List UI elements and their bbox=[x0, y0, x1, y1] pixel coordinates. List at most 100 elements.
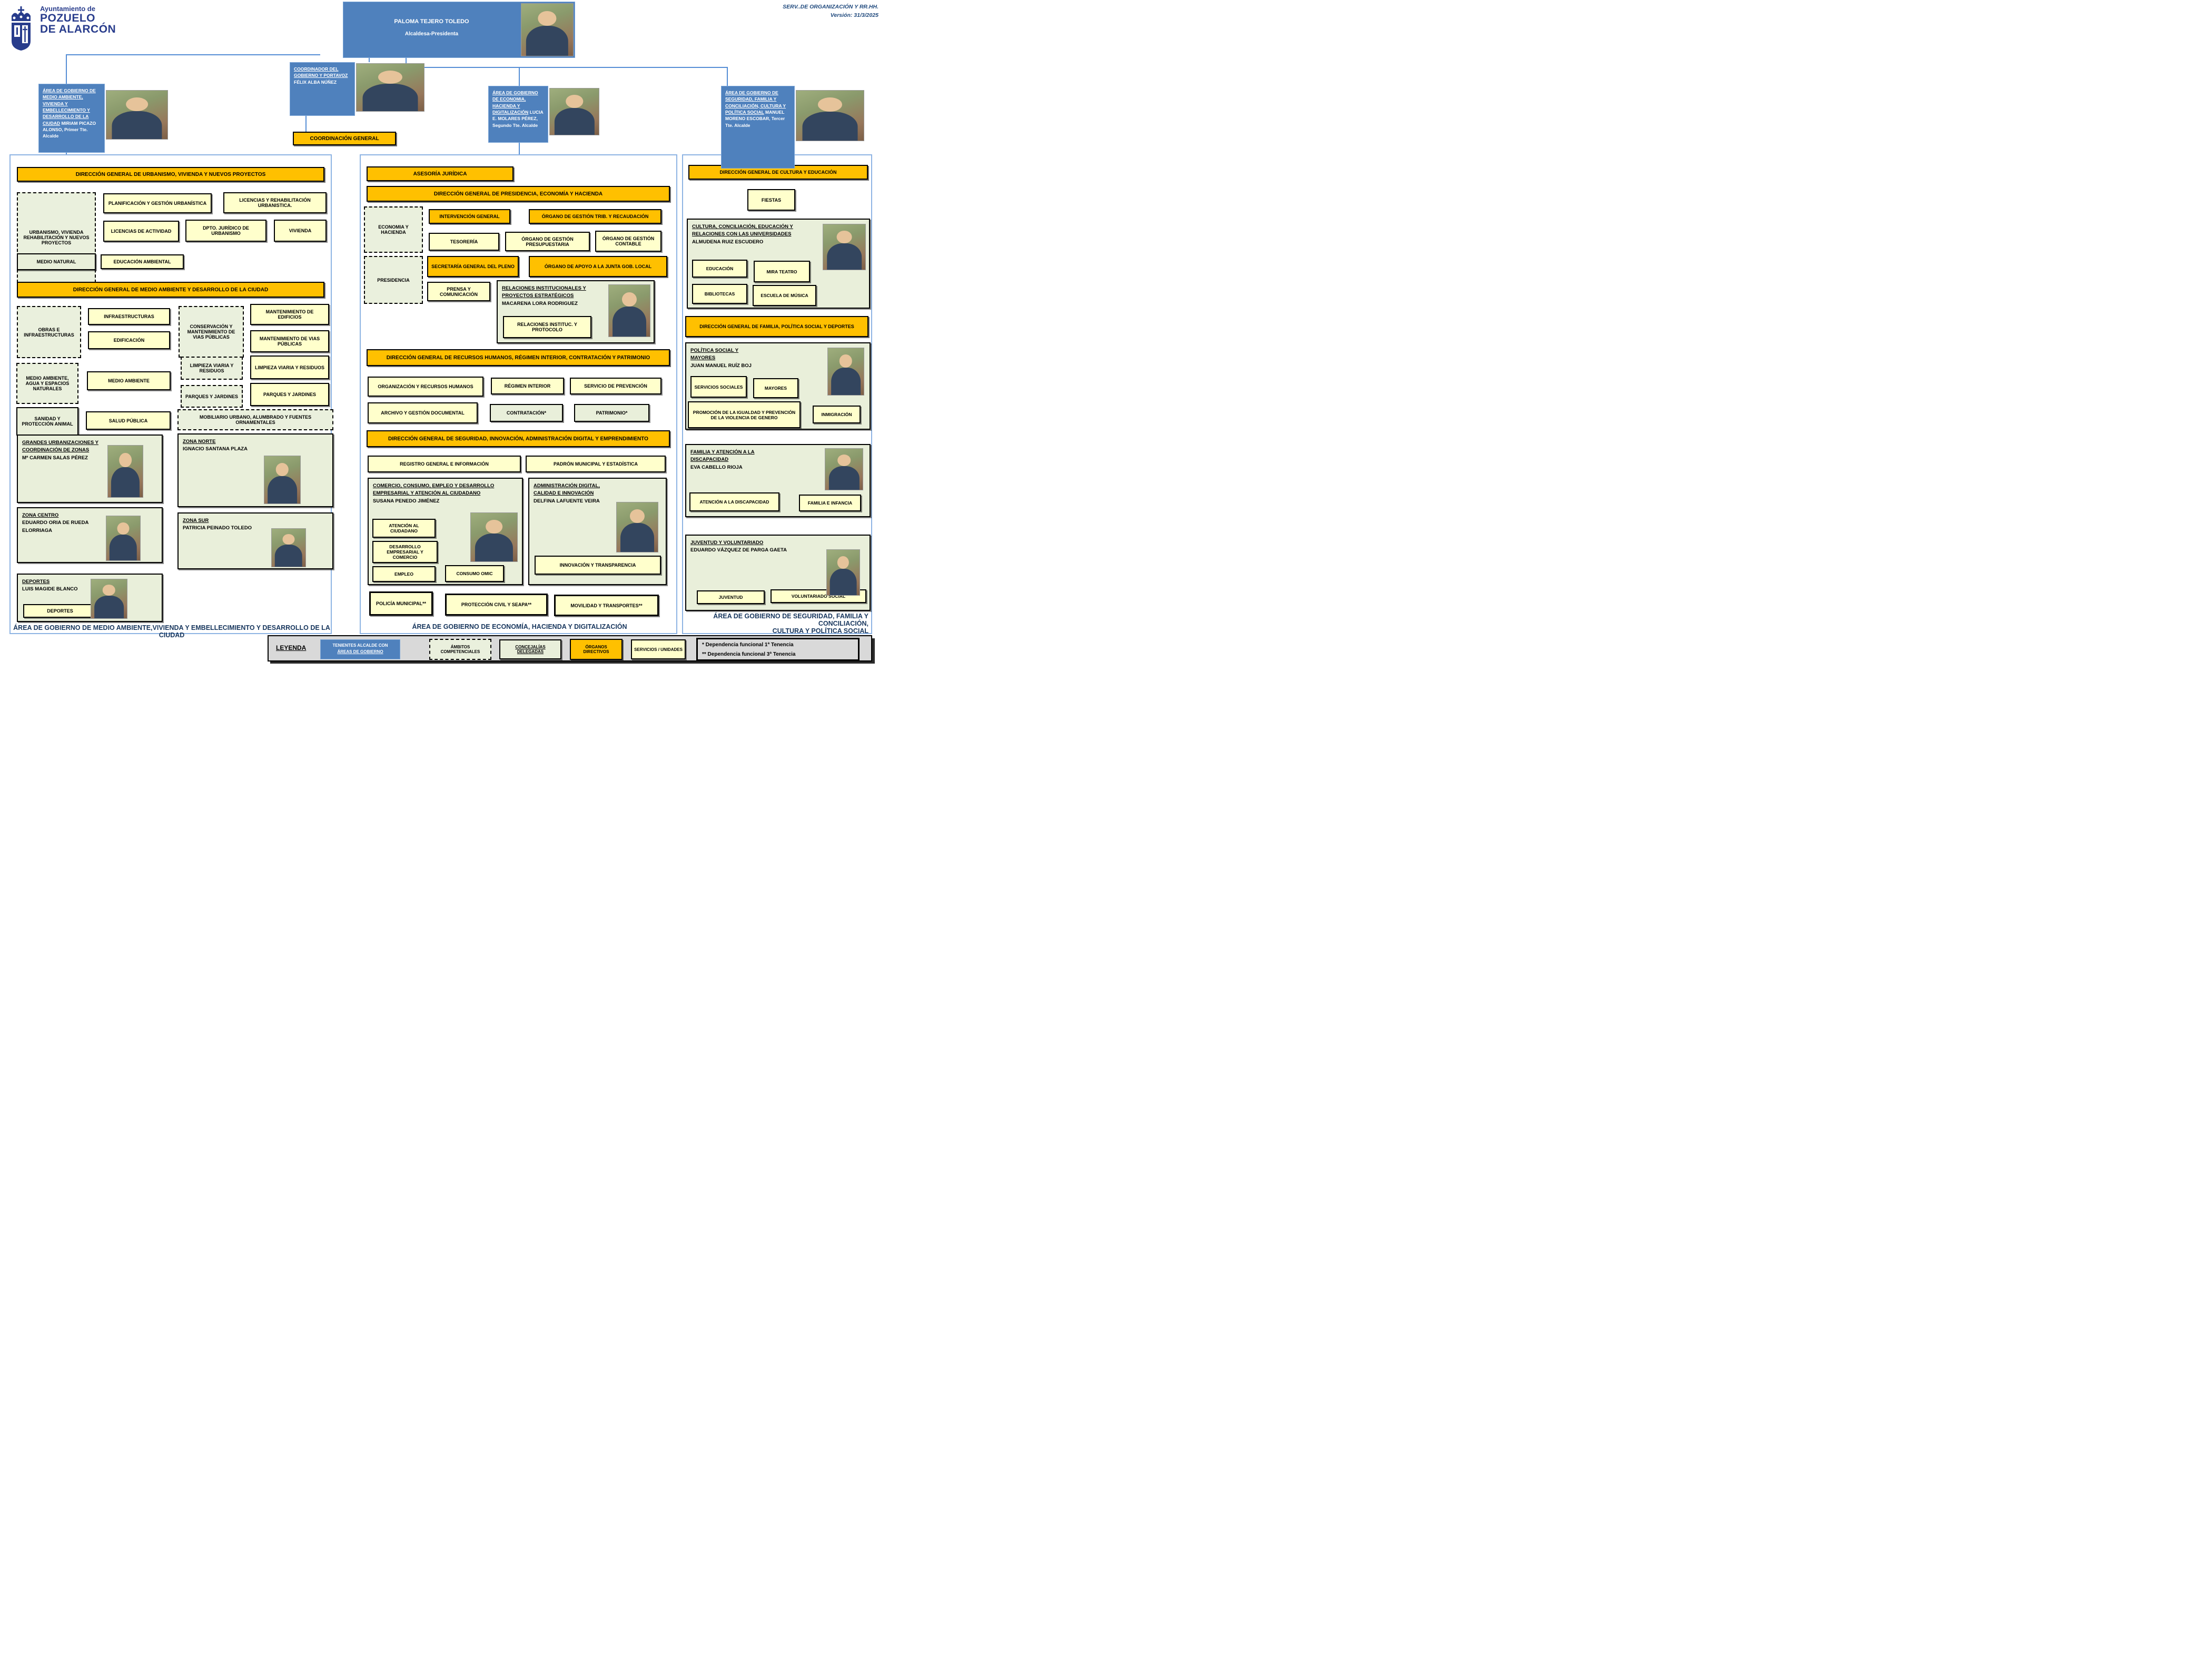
unit-mant-edificios: MANTENIMIENTO DE EDIFICIOS bbox=[250, 304, 329, 325]
unit-salud-publica: SALUD PÚBLICA bbox=[86, 411, 171, 430]
relaciones-protocolo-label: RELACIONES INSTITUC. Y PROTOCOLO bbox=[517, 322, 577, 332]
unit-inmigracion: INMIGRACIÓN bbox=[813, 406, 861, 423]
legend-ambitos: ÁMBITOS COMPETENCIALES bbox=[429, 639, 491, 660]
teniente2-area: ÁREA DE GOBIERNO DE ECONOMIA, HACIENDA Y… bbox=[492, 90, 538, 115]
zona-norte-photo bbox=[264, 456, 301, 504]
logo-line2: POZUELO bbox=[40, 12, 96, 24]
legend-servicios-label: SERVICIOS / UNIDADES bbox=[634, 647, 683, 652]
unit-secretaria-pleno: SECRETARÍA GENERAL DEL PLENO bbox=[427, 256, 519, 277]
logo-line1: Ayuntamiento de bbox=[40, 5, 95, 13]
politica-social-area: POLÍTICA SOCIAL Y MAYORES bbox=[690, 348, 739, 361]
legend-ambitos-label: ÁMBITOS COMPETENCIALES bbox=[440, 645, 480, 654]
middle-caption: ÁREA DE GOBIERNO DE ECONOMÍA, HACIENDA Y… bbox=[412, 623, 627, 630]
coordinator-photo bbox=[356, 63, 424, 112]
unit-mant-edificios-label: MANTENIMIENTO DE EDIFICIOS bbox=[265, 309, 314, 320]
educacion-label: EDUCACIÓN bbox=[706, 266, 734, 271]
admin-digital-photo bbox=[616, 502, 658, 552]
connector-line bbox=[305, 116, 307, 132]
asesoria-juridica-box: ASESORÍA JURÍDICA bbox=[367, 166, 514, 181]
juventud-label: JUVENTUD bbox=[718, 595, 743, 600]
organo-apoyo-label: ÓRGANO DE APOYO A LA JUNTA GOB. LOCAL bbox=[544, 264, 652, 269]
card-admin-digital: ADMINISTRACIÓN DIGITAL, CALIDAD E INNOVA… bbox=[528, 478, 667, 585]
unit-servicios-sociales: SERVICIOS SOCIALES bbox=[690, 376, 747, 398]
card-juventud: JUVENTUD Y VOLUNTARIADO EDUARDO VÁZQUEZ … bbox=[685, 535, 871, 611]
unit-parques-label: PARQUES Y JARDINES bbox=[263, 392, 317, 397]
legend-tenientes-line1: TENIENTES ALCALDE CON bbox=[332, 643, 388, 648]
grandes-photo bbox=[107, 445, 143, 498]
coordinacion-general-box: COORDINACIÓN GENERAL bbox=[293, 132, 396, 145]
admin-digital-area: ADMINISTRACIÓN DIGITAL, CALIDAD E INNOVA… bbox=[534, 483, 600, 497]
ambito-parques: PARQUES Y JARDINES bbox=[181, 385, 243, 408]
unit-policia: POLICÍA MUNICIPAL** bbox=[369, 591, 433, 616]
unit-limpieza: LIMPIEZA VIARIA Y RESIDUOS bbox=[250, 355, 329, 379]
deportes-holder: LUIS MAGIDE BLANCO bbox=[22, 586, 78, 592]
servicios-sociales-label: SERVICIOS SOCIALES bbox=[694, 384, 743, 390]
unit-limpieza-label: LIMPIEZA VIARIA Y RESIDUOS bbox=[254, 364, 325, 370]
relaciones-area: RELACIONES INSTITUCIONALES Y PROYECTOS E… bbox=[502, 285, 586, 299]
servicio-prevencion-label: SERVICIO DE PREVENCIÓN bbox=[584, 383, 647, 389]
unit-dpto-juridico: DPTO. JURÍDICO DE URBANISMO bbox=[185, 220, 266, 242]
teniente1-area: ÁREA DE GOBIERNO DE MEDIO AMBIENTE, VIVI… bbox=[43, 88, 96, 126]
teniente3-box: ÁREA DE GOBIERNO DE SEGURIDAD, FAMILIA Y… bbox=[721, 86, 795, 169]
card-zona-sur: ZONA SUR PATRICIA PEINADO TOLEDO bbox=[177, 512, 333, 569]
version-line2: Versión: 31/3/2025 bbox=[830, 12, 878, 18]
coordinator-holder: FÉLIX ALBA NÚÑEZ bbox=[294, 79, 337, 85]
unit-movilidad: MOVILIDAD Y TRANSPORTES** bbox=[554, 595, 659, 616]
legend-title: LEYENDA bbox=[276, 644, 307, 651]
card-zona-norte: ZONA NORTE IGNACIO SANTANA PLAZA bbox=[177, 433, 333, 507]
concejalia-sanidad: SANIDAD Y PROTECCIÓN ANIMAL bbox=[16, 407, 78, 436]
familia-infancia-label: FAMILIA E INFANCIA bbox=[807, 500, 853, 506]
organizacion-rrhh-label: ORGANIZACIÓN Y RECURSOS HUMANOS bbox=[378, 384, 473, 389]
unit-deportes: DEPORTES bbox=[23, 604, 97, 618]
coordinacion-general-label: COORDINACIÓN GENERAL bbox=[310, 135, 379, 142]
legend-organos-label: ÓRGANOS DIRECTIVOS bbox=[583, 645, 609, 654]
archivo-label: ARCHIVO Y GESTIÓN DOCUMENTAL bbox=[381, 410, 465, 416]
unit-infraestructuras-label: INFRAESTRUCTURAS bbox=[104, 314, 154, 319]
juventud-holder: EDUARDO VÁZQUEZ DE PARGA GAETA bbox=[690, 547, 787, 554]
card-cultura: CULTURA, CONCILIACIÓN, EDUCACIÓN Y RELAC… bbox=[687, 219, 870, 309]
crest-icon bbox=[12, 6, 31, 51]
connector-line bbox=[66, 54, 320, 55]
unit-vivienda: VIVIENDA bbox=[274, 220, 327, 242]
unit-patrimonio: PATRIMONIO* bbox=[574, 404, 649, 422]
zona-sur-photo bbox=[271, 528, 306, 567]
ambito-mobiliario: MOBILIARIO URBANO, ALUMBRADO Y FUENTES O… bbox=[177, 409, 333, 430]
cultura-photo bbox=[823, 224, 866, 270]
ambito-medioambiente-agua: MEDIO AMBIENTE, AGUA Y ESPACIOS NATURALE… bbox=[16, 363, 78, 404]
card-relaciones: RELACIONES INSTITUCIONALES Y PROYECTOS E… bbox=[497, 280, 655, 343]
admin-digital-holder: DELFINA LAFUENTE VEIRA bbox=[534, 498, 600, 504]
voluntariado-label: VOLUNTARIADO SOCIAL bbox=[791, 594, 846, 599]
medio-natural-label: MEDIO NATURAL bbox=[36, 259, 76, 264]
legend-notes: * Dependencia funcional 1ª Tenencia ** D… bbox=[696, 638, 860, 661]
unit-mayores: MAYORES bbox=[753, 378, 798, 398]
zona-sur-holder: PATRICIA PEINADO TOLEDO bbox=[183, 525, 252, 531]
unit-bibliotecas: BIBLIOTECAS bbox=[692, 284, 747, 304]
unit-organo-trib: ÓRGANO DE GESTIÓN TRIB. Y RECAUDACIÓN bbox=[529, 209, 661, 224]
dg-cultura-label: DIRECCIÓN GENERAL DE CULTURA Y EDUCACIÓN bbox=[719, 170, 837, 175]
empleo-label: EMPLEO bbox=[394, 571, 413, 577]
unit-prensa: PRENSA Y COMUNICACIÓN bbox=[427, 282, 490, 301]
ambito-presidencia-label: PRESIDENCIA bbox=[377, 277, 410, 283]
unit-consumo-omic: CONSUMO OMIC bbox=[445, 565, 504, 582]
ambito-obras: OBRAS E INFRAESTRUCTURAS bbox=[17, 306, 81, 358]
consumo-omic-label: CONSUMO OMIC bbox=[456, 571, 493, 576]
municipal-logo: Ayuntamiento de POZUELO DE ALARCÓN bbox=[7, 5, 116, 52]
familia-area: FAMILIA Y ATENCIÓN A LA DISCAPACIDAD bbox=[690, 449, 755, 463]
unit-medio-ambiente-label: MEDIO AMBIENTE bbox=[108, 378, 150, 383]
unit-educacion-ambiental: EDUCACIÓN AMBIENTAL bbox=[101, 254, 184, 269]
left-caption: ÁREA DE GOBIERNO DE MEDIO AMBIENTE,VIVIE… bbox=[13, 624, 330, 639]
comercio-holder: SUSANA PENEDO JIMÉNEZ bbox=[373, 498, 440, 504]
unit-educacion: EDUCACIÓN bbox=[692, 260, 747, 278]
unit-organo-contable: ÓRGANO DE GESTIÓN CONTABLE bbox=[595, 231, 661, 252]
unit-organo-presupuestaria: ÓRGANO DE GESTIÓN PRESUPUESTARIA bbox=[505, 232, 590, 251]
dg-seguridad-header: DIRECCIÓN GENERAL DE SEGURIDAD, INNOVACI… bbox=[367, 430, 670, 447]
ambito-medioambiente-agua-label: MEDIO AMBIENTE, AGUA Y ESPACIOS NATURALE… bbox=[25, 376, 70, 391]
unit-regimen-interior: RÉGIMEN INTERIOR bbox=[491, 378, 564, 394]
organo-presupuestaria-label: ÓRGANO DE GESTIÓN PRESUPUESTARIA bbox=[521, 236, 574, 247]
unit-atencion-discapacidad: ATENCIÓN A LA DISCAPACIDAD bbox=[689, 492, 779, 511]
concejalia-medio-natural: MEDIO NATURAL bbox=[17, 253, 96, 270]
legend-concejalias-label: CONCEJALÍAS DELEGADAS bbox=[515, 645, 546, 654]
grandes-holder: Mª CARMEN SALAS PÉREZ bbox=[22, 455, 88, 461]
unit-familia-infancia: FAMILIA E INFANCIA bbox=[799, 495, 861, 511]
dg-urbanismo-label: DIRECCIÓN GENERAL DE URBANISMO, VIVIENDA… bbox=[75, 171, 266, 177]
